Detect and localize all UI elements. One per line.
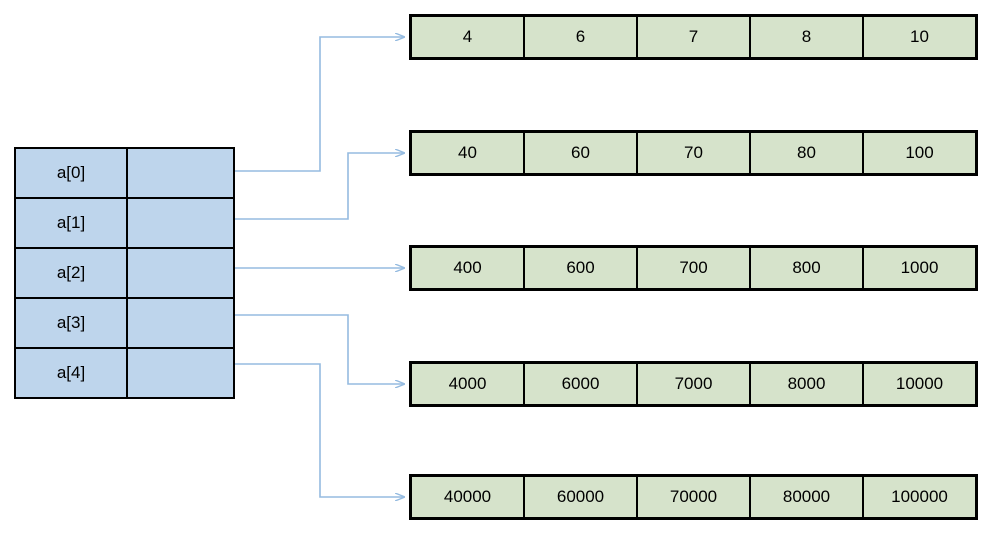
- array-cell[interactable]: 100: [864, 133, 975, 173]
- array-cell[interactable]: 10000: [864, 364, 975, 404]
- pointer-array-table: a[0] a[1] a[2] a[3] a[4]: [14, 147, 235, 399]
- array-cell[interactable]: 4000: [412, 364, 525, 404]
- pointer-label-a2: a[2]: [16, 249, 128, 297]
- array-cell[interactable]: 600: [525, 248, 638, 288]
- connector-a4: [231, 363, 404, 497]
- pointer-row[interactable]: a[2]: [16, 249, 233, 299]
- array-cell[interactable]: 400: [412, 248, 525, 288]
- pointer-value-a1[interactable]: [128, 199, 233, 247]
- pointer-row[interactable]: a[3]: [16, 299, 233, 349]
- pointer-label-a3: a[3]: [16, 299, 128, 347]
- array-cell[interactable]: 60: [525, 133, 638, 173]
- array-cell[interactable]: 80: [751, 133, 864, 173]
- array-cell[interactable]: 40000: [412, 477, 525, 517]
- value-array-3: 4000 6000 7000 8000 10000: [409, 361, 978, 407]
- pointer-value-a4[interactable]: [128, 349, 233, 397]
- pointer-label-a0: a[0]: [16, 149, 128, 197]
- array-cell[interactable]: 80000: [751, 477, 864, 517]
- array-cell[interactable]: 70: [638, 133, 751, 173]
- pointer-row[interactable]: a[4]: [16, 349, 233, 397]
- array-cell[interactable]: 4: [412, 17, 525, 57]
- pointer-value-a0[interactable]: [128, 149, 233, 197]
- pointer-row[interactable]: a[0]: [16, 149, 233, 199]
- pointer-row[interactable]: a[1]: [16, 199, 233, 249]
- array-cell[interactable]: 6: [525, 17, 638, 57]
- connector-a3: [231, 314, 404, 384]
- array-cell[interactable]: 800: [751, 248, 864, 288]
- array-cell[interactable]: 10: [864, 17, 975, 57]
- array-cell[interactable]: 8000: [751, 364, 864, 404]
- pointer-label-a4: a[4]: [16, 349, 128, 397]
- connector-a0: [231, 37, 404, 172]
- pointer-value-a3[interactable]: [128, 299, 233, 347]
- array-cell[interactable]: 60000: [525, 477, 638, 517]
- array-cell[interactable]: 8: [751, 17, 864, 57]
- array-cell[interactable]: 70000: [638, 477, 751, 517]
- array-cell[interactable]: 7: [638, 17, 751, 57]
- array-cell[interactable]: 100000: [864, 477, 975, 517]
- array-cell[interactable]: 700: [638, 248, 751, 288]
- connector-a1: [231, 153, 404, 220]
- array-cell[interactable]: 7000: [638, 364, 751, 404]
- pointer-value-a2[interactable]: [128, 249, 233, 297]
- value-array-2: 400 600 700 800 1000: [409, 245, 978, 291]
- array-cell[interactable]: 1000: [864, 248, 975, 288]
- pointer-label-a1: a[1]: [16, 199, 128, 247]
- value-array-0: 4 6 7 8 10: [409, 14, 978, 60]
- value-array-4: 40000 60000 70000 80000 100000: [409, 474, 978, 520]
- array-cell[interactable]: 40: [412, 133, 525, 173]
- array-cell[interactable]: 6000: [525, 364, 638, 404]
- value-array-1: 40 60 70 80 100: [409, 130, 978, 176]
